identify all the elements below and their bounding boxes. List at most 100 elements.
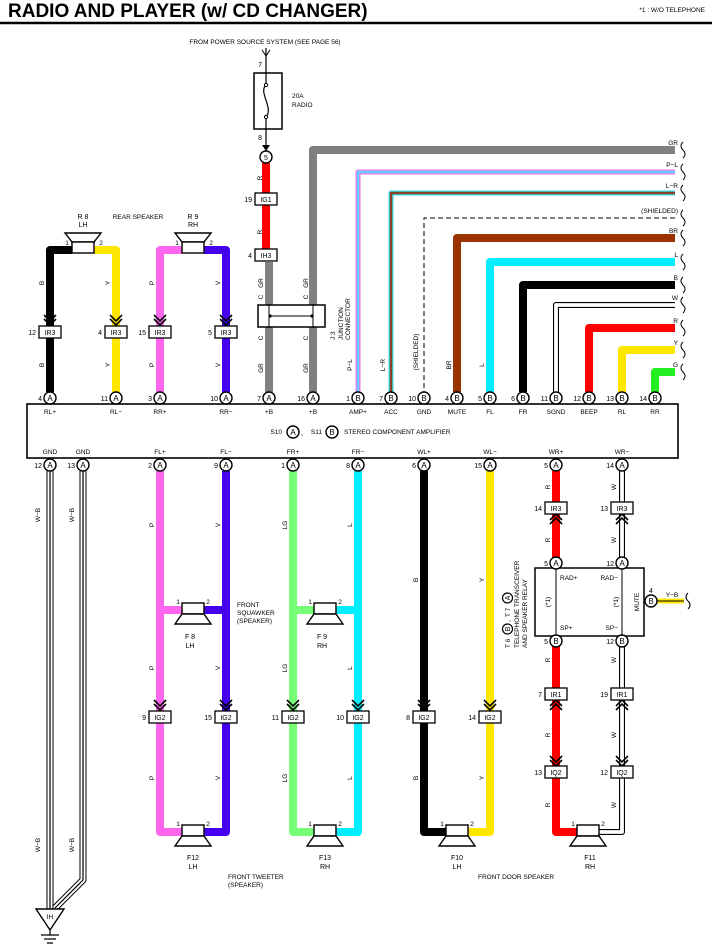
connector-name: IQ2 [616,770,627,777]
connector-circle [549,556,563,570]
amplifier-pin-label: WR− [615,449,630,456]
right-wire-label: G [673,362,678,369]
labels-layer: RADIO AND PLAYER (w/ CD CHANGER)*1 : W/O… [0,1,712,921]
speaker-pin-number: 1 [176,821,180,828]
pin-number: 15 [204,715,212,722]
ground-icon [41,930,59,944]
pin-number: 12 [600,770,608,777]
connector-letter: B [520,394,525,403]
wire-break-icon [680,209,686,227]
amplifier-pin-label: RR+ [153,409,166,416]
connector-box [610,687,634,701]
wire-break-icon [680,253,686,271]
front-tweeter-rh [305,824,345,847]
amplifier-name: STEREO COMPONENT AMPLIFIER [344,429,451,436]
pin-number: 15 [138,330,146,337]
junction-dot [310,314,314,318]
amplifier-pin-label: +B [309,409,317,416]
connector-name: IG1 [260,197,271,204]
speaker-pin-number: 2 [206,821,210,828]
wire-mute [453,234,675,392]
connector-box [544,687,568,701]
pin-number: 10 [336,715,344,722]
pin-number: 14 [639,396,647,403]
wire-color-code: LG [282,774,289,783]
speaker-pin-number: 2 [338,599,342,606]
amplifier-bottom-pin: A8 [346,458,365,472]
separator: , [301,430,303,437]
amplifier-pin-label: RL+ [44,409,56,416]
right-wire-label: R [673,318,678,325]
amplifier-pin-label: FL [486,409,494,416]
pin-number: 19 [244,197,252,204]
pin-number: 1 [346,396,350,403]
door-speaker-rh-id: F11 [584,855,596,862]
pin-number: 4 [38,396,42,403]
connector-name: IG2 [154,715,165,722]
wire-color-code: V [215,522,222,527]
wire-color-code: V [215,665,222,670]
amplifier-pin-label: AMP+ [349,409,367,416]
amplifier-pin-label: GND [43,449,58,456]
pin-number: 8 [406,715,410,722]
right-wire-label: W [672,295,679,302]
telephone-transceiver-speaker-relay [534,567,645,637]
connector-letter: B [329,428,334,437]
wire-fl [486,258,675,392]
arrow-down-icon [261,49,271,57]
wire-color-code: P [149,666,156,670]
wire-color-code: Y [479,775,486,780]
speaker-cone [437,835,477,847]
speaker-cone [173,232,213,243]
connector-circle [306,391,320,405]
wire-color-code: V [215,280,222,285]
amplifier-pin-label: FR+ [287,449,300,456]
connector-letter: B [454,394,459,403]
tweeter-rh-side: RH [320,864,330,871]
speaker-pin-number: 2 [99,240,103,247]
connector-letter: A [421,461,427,470]
chevron-icon [483,699,497,712]
amplifier-pin-label: MUTE [448,409,467,416]
inline-connector-iq2: IQ2 12 [600,765,634,779]
inline-connector-ig1: IG1 19 [244,192,278,206]
chevron-icon [109,314,123,327]
wire-color-code: R [545,732,552,737]
speaker-cone [305,835,345,847]
connector-letter: A [80,461,86,470]
pin-number: 13 [534,770,542,777]
amplifier-top-pin: A4 [38,391,57,405]
connector-circle [43,391,57,405]
page-title: RADIO AND PLAYER (w/ CD CHANGER) [8,1,368,22]
arrow-down-icon [262,145,270,151]
connector-letter: A [47,394,53,403]
wire-color-code: B [39,363,46,367]
wire-color-code: GR [303,278,310,288]
fuse-pin-out: 8 [258,135,262,142]
amplifier-bottom-pin: A12 [34,458,57,472]
speaker-pin-number: 1 [308,821,312,828]
wire-break-icon [680,363,686,381]
connector-box [148,710,172,724]
amplifier-bottom-pin: A1 [281,458,300,472]
tweeter-lh-side: LH [189,864,198,871]
wire-color-code: P [149,776,156,780]
pin-number: 12 [34,463,42,470]
connector-circle [501,623,514,635]
amplifier-top-pin: B5 [478,391,497,405]
pin-number: 2 [148,463,152,470]
connector-circle [516,391,530,405]
chevron-icon [286,699,300,712]
rear-speaker-rh-side: RH [188,222,198,229]
pin-number: 8 [346,463,350,470]
wire-gnd-shielded [423,217,675,392]
wire-acc [388,190,675,392]
amplifier-pin-label: GND [417,409,432,416]
wire-break-icon [680,141,686,159]
junction-block-pin-number: 5 [264,155,268,162]
fuse-terminal [263,114,269,120]
pin-number: 9 [142,715,146,722]
